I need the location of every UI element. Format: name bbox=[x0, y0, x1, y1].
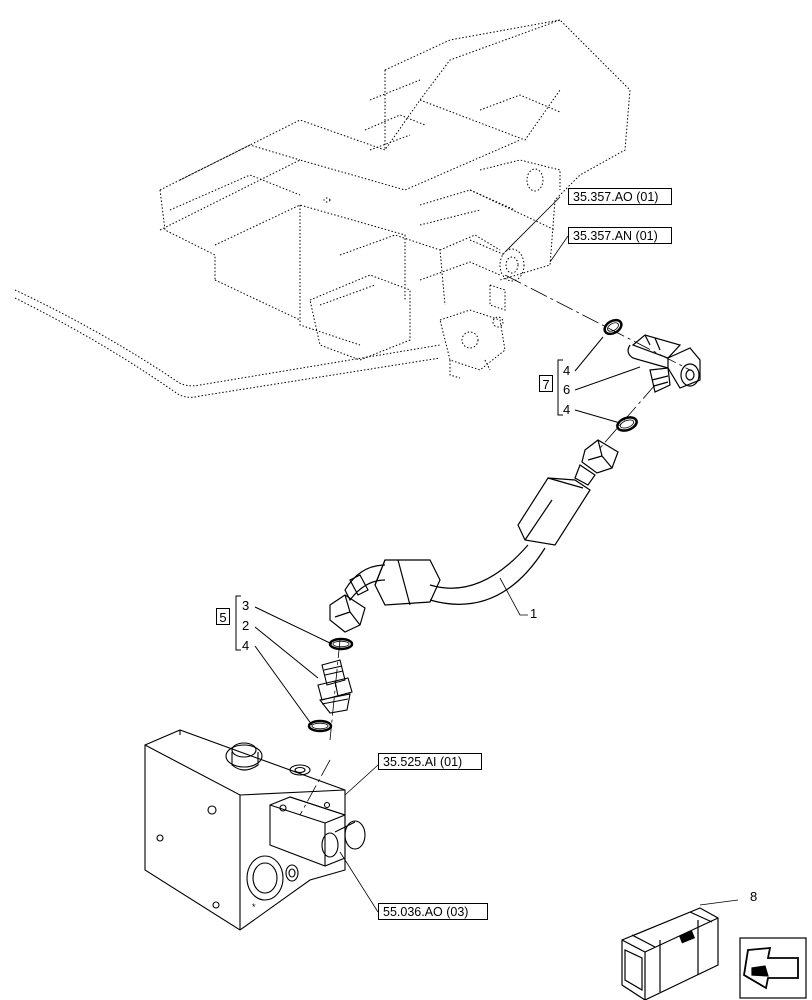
o-ring-icon bbox=[307, 719, 333, 733]
group-item: 2 bbox=[242, 618, 250, 633]
o-ring-icon bbox=[616, 416, 638, 432]
crate-icon bbox=[621, 899, 739, 1000]
group-item: 4 bbox=[563, 363, 571, 378]
tee-fitting-icon bbox=[627, 334, 701, 393]
group-bracket-lower bbox=[235, 595, 333, 726]
svg-text:*: * bbox=[252, 902, 256, 912]
group-bracket-upper bbox=[557, 336, 641, 424]
group-item: 4 bbox=[563, 402, 571, 417]
o-ring-icon bbox=[603, 318, 623, 336]
group-label-lower: 5 bbox=[216, 608, 230, 625]
kit-callout: 8 bbox=[750, 889, 758, 904]
valve-block-icon bbox=[14, 19, 631, 398]
navigation-arrow-icon[interactable] bbox=[739, 937, 807, 999]
reference-box[interactable]: 35.357.AN (01) bbox=[568, 227, 672, 244]
reference-box[interactable]: 55.036.AO (03) bbox=[378, 903, 488, 920]
o-ring-icon bbox=[328, 637, 354, 651]
adapter-icon bbox=[317, 659, 353, 714]
hose-callout: 1 bbox=[530, 606, 538, 621]
group-label-upper: 7 bbox=[539, 375, 553, 392]
group-item: 4 bbox=[242, 638, 250, 653]
group-item: 3 bbox=[242, 598, 250, 613]
reference-box[interactable]: 35.357.AO (01) bbox=[568, 188, 672, 205]
manifold-block-icon: * bbox=[144, 729, 366, 931]
reference-box[interactable]: 35.525.AI (01) bbox=[378, 753, 482, 770]
group-item: 6 bbox=[563, 382, 571, 397]
hose-icon bbox=[329, 439, 619, 633]
